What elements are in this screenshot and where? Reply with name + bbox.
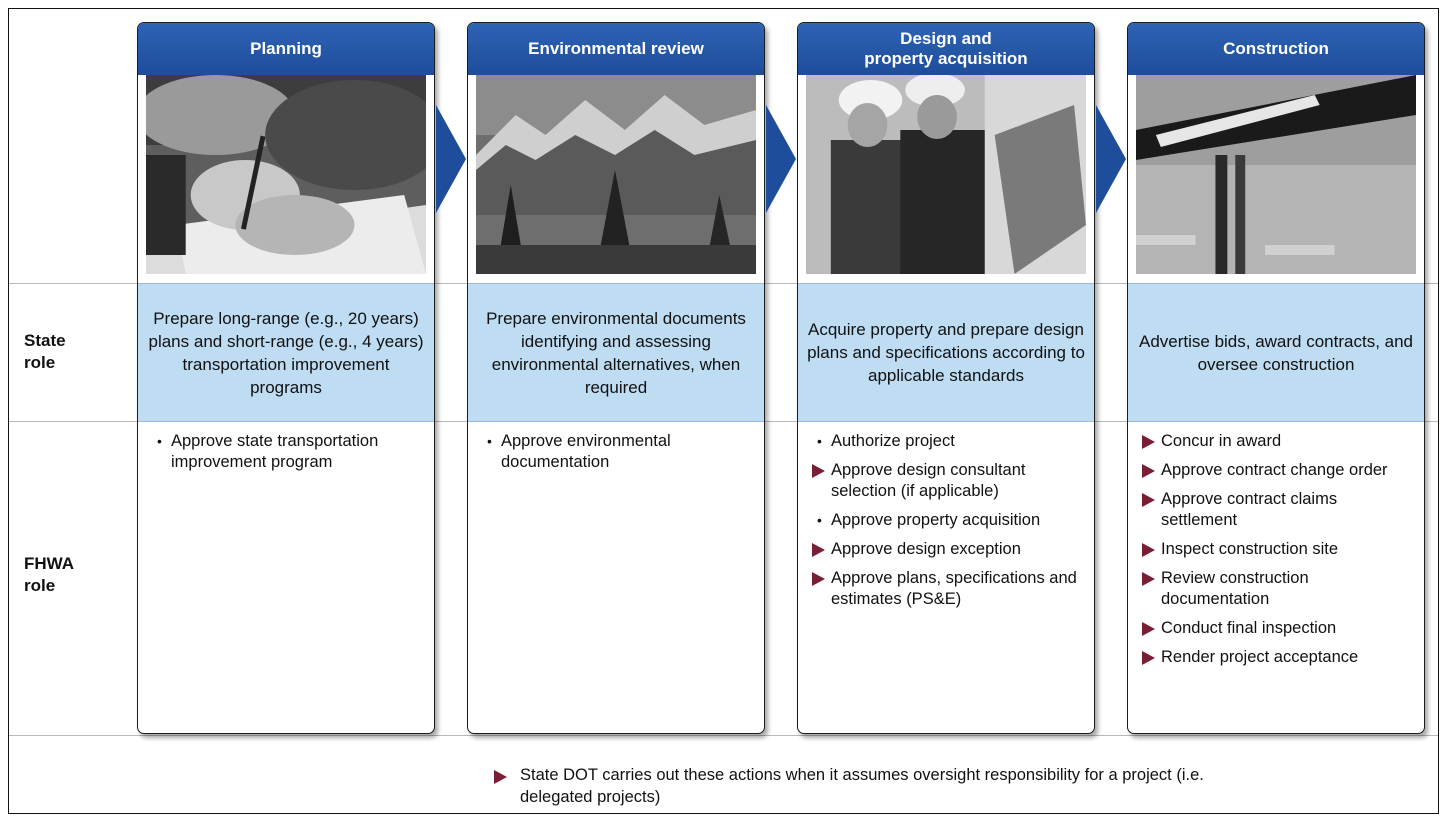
triangle-marker-icon (1142, 622, 1155, 636)
fhwa-role-list: • Authorize project Approve design consu… (798, 431, 1094, 618)
fhwa-role-list: Concur in award Approve contract change … (1128, 431, 1424, 676)
state-role-cell: Prepare environmental documents identify… (468, 283, 764, 422)
triangle-marker-icon (494, 770, 507, 784)
fhwa-action-item: • Approve property acquisition (812, 510, 1084, 531)
triangle-marker-icon (1142, 543, 1155, 557)
triangle-marker-icon (1142, 435, 1155, 449)
triangle-marker-icon (812, 464, 825, 478)
triangle-marker-icon (1142, 493, 1155, 507)
triangle-marker-icon (1142, 572, 1155, 586)
flow-arrow-icon (436, 105, 466, 213)
bullet-marker: • (817, 433, 822, 449)
stage-header: Design and property acquisition (798, 23, 1094, 75)
triangle-marker-icon (812, 572, 825, 586)
legend: State DOT carries out these actions when… (494, 764, 1280, 808)
hand-writing-photo (146, 75, 426, 274)
fhwa-role-label: FHWA role (24, 554, 75, 595)
state-role-cell: Acquire property and prepare design plan… (798, 283, 1094, 422)
fhwa-action-item: Approve plans, specifications and estima… (812, 568, 1084, 610)
fhwa-action-item: • Approve environmental documentation (482, 431, 754, 473)
fhwa-action-item: Review construction documentation (1142, 568, 1414, 610)
stage-column-design-property-acquisition: Design and property acquisition Acquire … (797, 22, 1095, 734)
fhwa-action-item: Conduct final inspection (1142, 618, 1414, 639)
stage-header: Environmental review (468, 23, 764, 75)
flow-arrow-icon (1096, 105, 1126, 213)
triangle-marker-icon (1142, 651, 1155, 665)
fhwa-role-list: • Approve state transportation improveme… (138, 431, 434, 481)
fhwa-action-item: • Approve state transportation improveme… (152, 431, 424, 473)
stage-column-environmental-review: Environmental review Prepare environment… (467, 22, 765, 734)
fhwa-action-item: Approve contract change order (1142, 460, 1414, 481)
triangle-marker-icon (1142, 464, 1155, 478)
fhwa-action-item: Approve design exception (812, 539, 1084, 560)
state-role-cell: Prepare long-range (e.g., 20 years) plan… (138, 283, 434, 422)
fhwa-action-item: Approve design consultant selection (if … (812, 460, 1084, 502)
figure-frame (8, 8, 1439, 814)
state-role-cell: Advertise bids, award contracts, and ove… (1128, 283, 1424, 422)
fhwa-action-item: Render project acceptance (1142, 647, 1414, 668)
stage-column-planning: Planning Prepare long-range (e.g., 20 ye… (137, 22, 435, 734)
flow-arrow-icon (766, 105, 796, 213)
fhwa-action-item: • Authorize project (812, 431, 1084, 452)
fhwa-action-item: Approve contract claims settlement (1142, 489, 1414, 531)
engineers-hardhats-photo (806, 75, 1086, 274)
fhwa-row-bottom-divider (9, 735, 1438, 736)
mountain-landscape-photo (476, 75, 756, 274)
triangle-marker-icon (812, 543, 825, 557)
stage-column-construction: Construction Advertise bids, award contr… (1127, 22, 1425, 734)
bullet-marker: • (157, 433, 162, 449)
fhwa-action-item: Concur in award (1142, 431, 1414, 452)
state-role-label: State role (24, 331, 66, 372)
bullet-marker: • (487, 433, 492, 449)
bullet-marker: • (817, 512, 822, 528)
bridge-construction-photo (1136, 75, 1416, 274)
stage-header: Planning (138, 23, 434, 75)
fhwa-action-item: Inspect construction site (1142, 539, 1414, 560)
stage-header: Construction (1128, 23, 1424, 75)
legend-text: State DOT carries out these actions when… (520, 766, 1204, 806)
fhwa-role-list: • Approve environmental documentation (468, 431, 764, 481)
